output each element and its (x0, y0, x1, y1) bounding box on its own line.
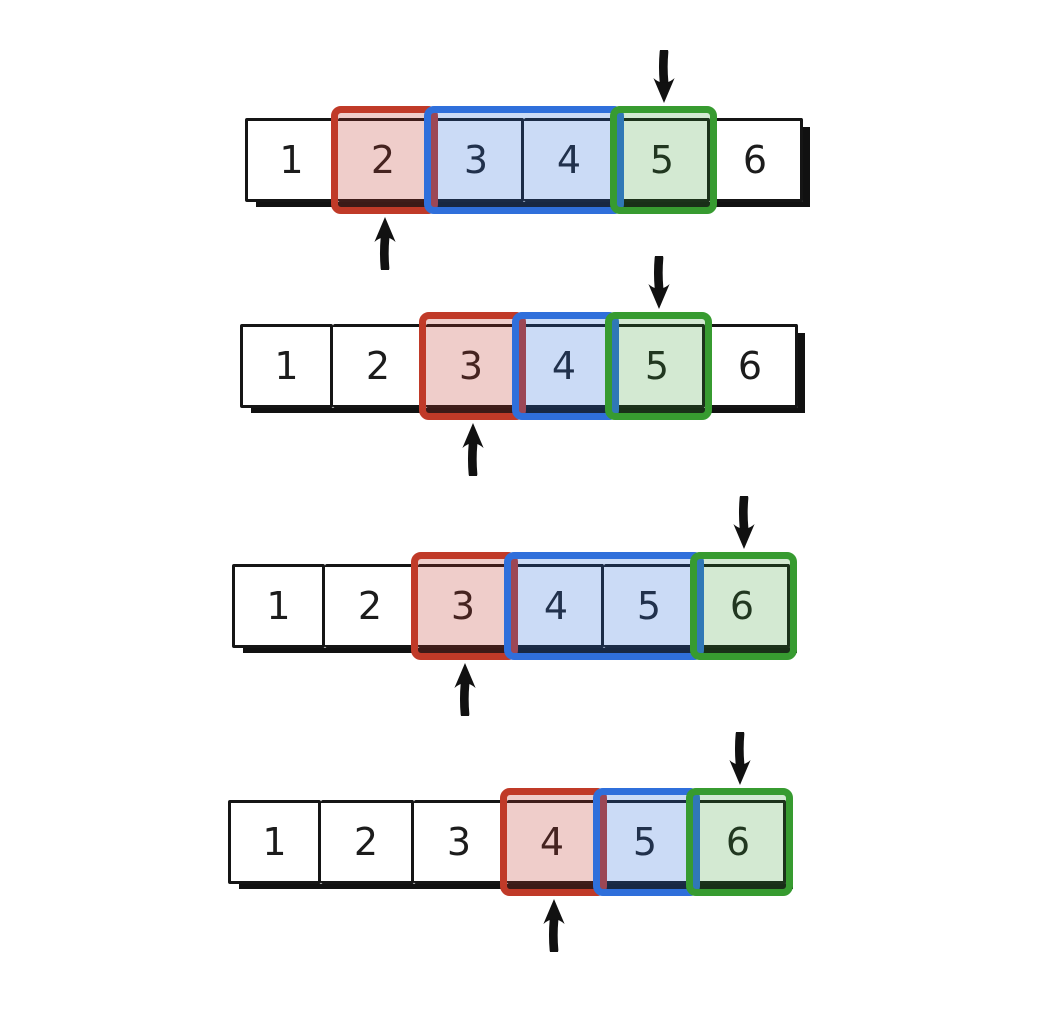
cell-value: 6 (737, 344, 763, 388)
cell-value: 5 (632, 820, 658, 864)
array-cell: 3 (431, 118, 524, 202)
up-arrow-icon (370, 216, 400, 270)
array-row-1: 1 2 3 4 5 6 (245, 50, 803, 270)
cell-value: 2 (357, 584, 383, 628)
array-cell: 6 (693, 800, 786, 884)
cell-value: 6 (729, 584, 755, 628)
array-cell: 2 (325, 564, 418, 648)
cell-value: 3 (446, 820, 472, 864)
cell-value: 2 (370, 138, 396, 182)
cell-value: 2 (365, 344, 391, 388)
array-cell: 1 (240, 324, 333, 408)
cell-value: 4 (543, 584, 569, 628)
array-row-4: 1 2 3 4 5 6 (228, 732, 793, 952)
array-strip: 1 2 3 4 5 6 (228, 800, 786, 884)
cell-value: 4 (539, 820, 565, 864)
cell-value: 6 (742, 138, 768, 182)
up-arrow-icon (539, 898, 569, 952)
array-cell: 5 (600, 800, 693, 884)
cell-value: 4 (556, 138, 582, 182)
cell-value: 1 (262, 820, 287, 864)
array-cell: 2 (321, 800, 414, 884)
array-cell: 1 (245, 118, 338, 202)
array-cell: 4 (524, 118, 617, 202)
cell-value: 5 (644, 344, 670, 388)
cell-value: 1 (266, 584, 291, 628)
cell-value: 4 (551, 344, 577, 388)
array-strip: 1 2 3 4 5 6 (245, 118, 803, 202)
cell-value: 6 (725, 820, 751, 864)
array-row-2: 1 2 3 4 5 6 (240, 256, 798, 476)
cell-value: 3 (450, 584, 476, 628)
array-cell: 3 (426, 324, 519, 408)
cell-value: 3 (463, 138, 489, 182)
cell-value: 5 (649, 138, 675, 182)
array-cell: 4 (519, 324, 612, 408)
array-cell: 3 (418, 564, 511, 648)
array-cell: 3 (414, 800, 507, 884)
cell-value: 5 (636, 584, 662, 628)
cell-value: 2 (353, 820, 379, 864)
array-cell: 6 (697, 564, 790, 648)
array-cell: 1 (232, 564, 325, 648)
array-cell: 2 (338, 118, 431, 202)
down-arrow-icon (644, 256, 674, 310)
cell-value: 1 (274, 344, 299, 388)
array-cell: 4 (511, 564, 604, 648)
array-row-3: 1 2 3 4 5 6 (232, 496, 797, 716)
cell-value: 3 (458, 344, 484, 388)
array-cell: 5 (612, 324, 705, 408)
array-strip: 1 2 3 4 5 6 (232, 564, 790, 648)
array-strip: 1 2 3 4 5 6 (240, 324, 798, 408)
array-cell: 6 (710, 118, 803, 202)
down-arrow-icon (729, 496, 759, 550)
down-arrow-icon (725, 732, 755, 786)
up-arrow-icon (450, 662, 480, 716)
array-cell: 5 (617, 118, 710, 202)
array-cell: 5 (604, 564, 697, 648)
up-arrow-icon (458, 422, 488, 476)
array-cell: 4 (507, 800, 600, 884)
array-cell: 1 (228, 800, 321, 884)
cell-value: 1 (279, 138, 304, 182)
down-arrow-icon (649, 50, 679, 104)
array-cell: 2 (333, 324, 426, 408)
array-cell: 6 (705, 324, 798, 408)
